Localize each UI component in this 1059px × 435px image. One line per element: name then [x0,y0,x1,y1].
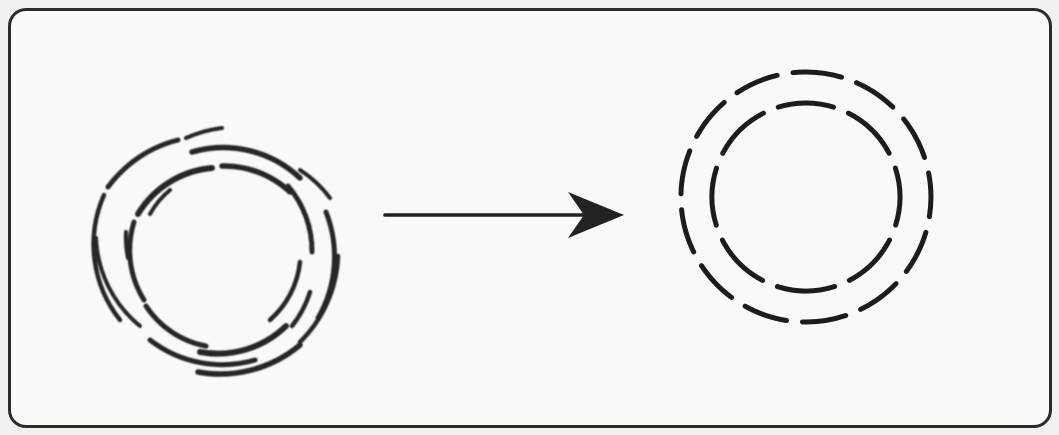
left-arc-19 [126,232,128,258]
left-arc-18 [146,306,206,346]
left-arc-11 [130,222,144,300]
left-arc-16 [270,262,300,320]
left-arc-15 [288,186,312,252]
left-arc-3 [186,128,222,138]
left-arc-5 [300,170,330,198]
left-arc-17 [200,326,286,354]
scattered-ring-left [94,128,338,374]
left-arc-12 [138,168,212,214]
outer-dashed-ring [681,72,931,322]
ordered-rings-right [681,72,931,322]
transition-arrow [385,192,624,238]
left-arc-14 [222,166,290,192]
inner-dashed-ring [712,103,900,291]
left-arc-4 [192,148,300,178]
left-arc-20 [292,292,310,326]
